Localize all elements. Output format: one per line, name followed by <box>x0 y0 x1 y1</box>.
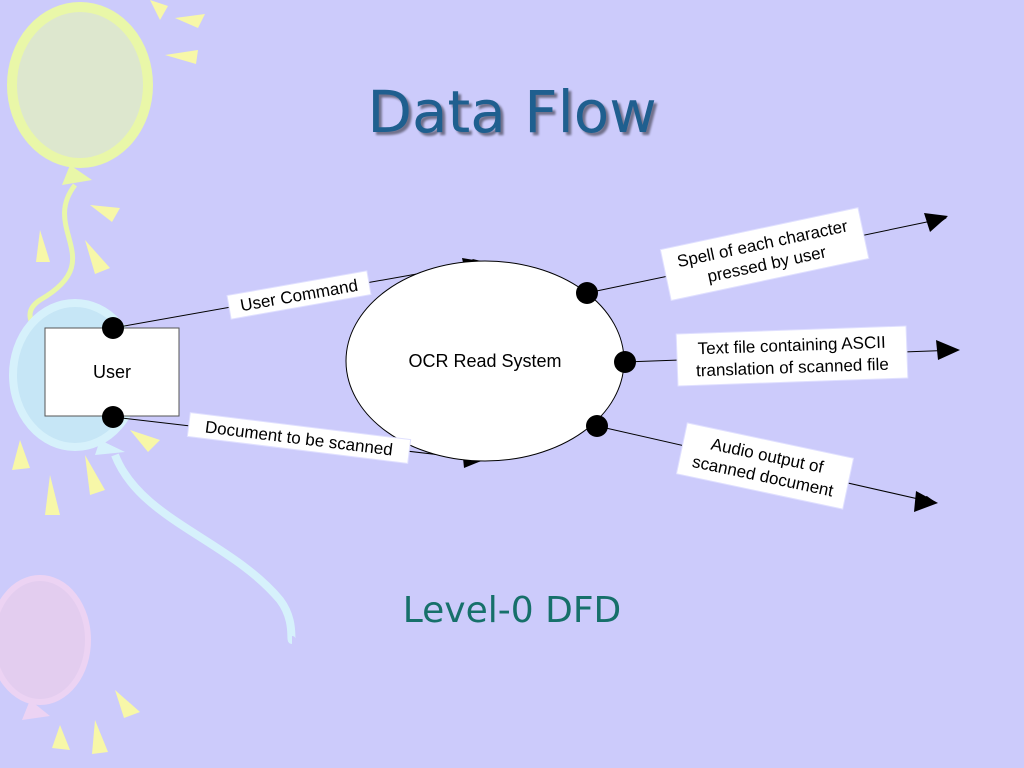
slide-title: Data Flow <box>367 78 657 146</box>
svg-text:Document to be scanned: Document to be scanned <box>204 418 394 460</box>
flow-label-audio: Audio output of scanned document <box>675 422 855 510</box>
balloon-pink-icon <box>0 575 91 720</box>
user-entity-box <box>44 327 180 417</box>
arrowhead-icon <box>924 213 948 232</box>
arrowhead-icon <box>936 340 960 360</box>
flow-label-user-command: User Command <box>226 270 372 320</box>
user-entity-label: User <box>93 362 131 382</box>
arrowhead-icon <box>914 491 938 512</box>
connector-dot <box>586 415 608 437</box>
flow-label-text-file: Text file containing ASCII translation o… <box>675 325 909 387</box>
svg-text:User Command: User Command <box>239 276 360 315</box>
flow-label-spell: Spell of each character pressed by user <box>659 207 870 302</box>
slide-subtitle: Level-0 DFD <box>402 590 622 631</box>
connector-dot <box>102 406 124 428</box>
ocr-process-label: OCR Read System <box>408 351 561 371</box>
connector-dot <box>614 351 636 373</box>
connector-dot <box>102 317 124 339</box>
connector-dot <box>576 282 598 304</box>
sparkle-rays-icon <box>12 0 205 754</box>
